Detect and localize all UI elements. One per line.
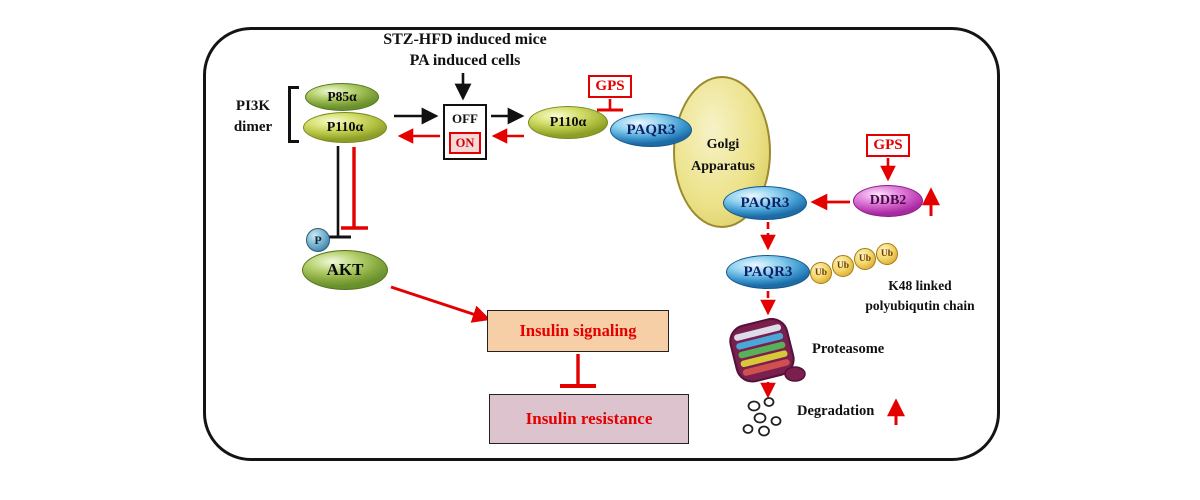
pi3k-dimer-label: PI3K dimer [220, 96, 286, 138]
proteasome-label: Proteasome [812, 341, 885, 357]
golgi-label-line1: Golgi [706, 137, 740, 152]
golgi-label-line2: Apparatus [691, 159, 755, 174]
ubiquitin-3: Ub [854, 248, 876, 270]
node-paqr3-released: PAQR3 [723, 186, 807, 220]
node-paqr3-golgi: PAQR3 [610, 113, 692, 147]
node-paqr3-ubiquitinated: PAQR3 [726, 255, 810, 289]
proteasome-graphic [729, 318, 806, 383]
golgi-apparatus [673, 76, 771, 228]
ubiquitin-2: Ub [832, 255, 854, 277]
node-ddb2: DDB2 [853, 185, 923, 217]
switch-off-label: OFF [452, 111, 478, 126]
insulin-signaling-box: Insulin signaling [487, 310, 669, 352]
pi3k-label-line1: PI3K [235, 98, 271, 114]
pi3k-dimer-bracket [288, 86, 299, 143]
stimulus-title-line1: STZ-HFD induced mice [383, 31, 547, 48]
k48-chain-label: K48 linked polyubiqutin chain [840, 276, 1000, 316]
degradation-label: Degradation [797, 403, 875, 419]
proteasome-barrel [729, 318, 795, 383]
node-phospho: P [306, 228, 330, 252]
gps-badge-left: GPS [588, 75, 632, 98]
insulin-resistance-box: Insulin resistance [489, 394, 689, 444]
fragment-circle [742, 424, 754, 434]
stimulus-title-line2: PA induced cells [409, 52, 521, 69]
gps-badge-right: GPS [866, 134, 910, 157]
fragment-circle [758, 425, 770, 437]
node-p85a: P85α [305, 83, 379, 111]
ubiquitin-1: Ub [810, 262, 832, 284]
node-p110a-free: P110α [528, 106, 608, 139]
node-akt: AKT [302, 250, 388, 290]
ubiquitin-4: Ub [876, 243, 898, 265]
fragment-circle [753, 412, 767, 424]
switch-on-label: ON [449, 132, 481, 154]
golgi-label: Golgi Apparatus [678, 134, 768, 178]
node-p110a-dimer: P110α [303, 112, 387, 143]
fragment-circle [747, 400, 761, 412]
proteasome-cap [784, 366, 806, 382]
pi3k-label-line2: dimer [233, 119, 273, 135]
fragment-circle [770, 416, 782, 426]
pathway-switch: OFF ON [443, 104, 487, 160]
degradation-fragments [742, 397, 782, 437]
k48-chain-label-line2: polyubiqutin chain [865, 298, 975, 313]
fragment-circle [763, 397, 775, 407]
k48-chain-label-line1: K48 linked [888, 278, 952, 293]
